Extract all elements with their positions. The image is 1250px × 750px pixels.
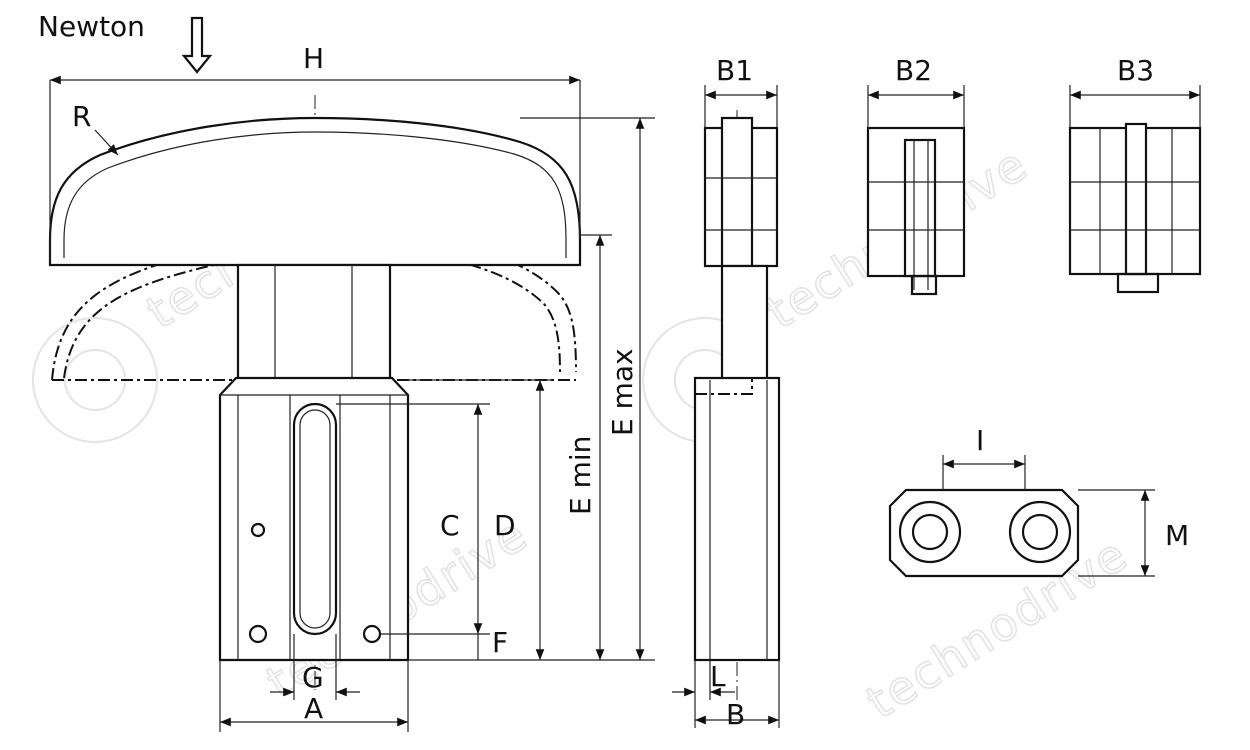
stem <box>236 263 392 382</box>
slot <box>292 402 338 636</box>
dimension-label-b3: B3 <box>1117 54 1154 87</box>
bottom-view: I M <box>888 424 1189 578</box>
dimension-label-d: D <box>494 509 516 542</box>
front-view: Newton H R E max E min D C F <box>38 10 655 732</box>
handle-knob <box>48 116 582 267</box>
b2-view: B2 <box>866 54 966 296</box>
dimension-label-b1: B1 <box>716 54 753 87</box>
side-view: B1 L B <box>672 54 781 731</box>
dimension-label-l: L <box>710 660 726 693</box>
dimension-label-g: G <box>302 661 324 694</box>
radius-leader <box>94 129 119 156</box>
dimension-label-e-max: E max <box>606 348 639 436</box>
dimension-label-i: I <box>976 424 984 457</box>
hole <box>250 522 266 538</box>
dimension-label-e-min: E min <box>564 436 597 515</box>
dimension-label-f: F <box>492 626 508 659</box>
dimension-label-m: M <box>1165 519 1189 552</box>
bottom-hole-right <box>1008 500 1072 564</box>
side-stem <box>720 264 769 382</box>
bottom-plate <box>888 488 1080 578</box>
bottom-hole-left <box>898 500 962 564</box>
dimension-label-b2: B2 <box>895 54 932 87</box>
dimension-label-h: H <box>303 42 324 75</box>
side-body <box>693 376 781 662</box>
handle-inner-line <box>63 131 567 258</box>
dimension-label-r: R <box>72 100 91 133</box>
b3-view: B3 <box>1068 54 1202 294</box>
dimension-label-c: C <box>440 509 460 542</box>
body <box>218 376 410 662</box>
hole <box>248 624 268 644</box>
dimension-label-a: A <box>304 692 323 725</box>
dimension-label-b: B <box>726 698 745 731</box>
newton-label: Newton <box>38 10 145 43</box>
down-arrow-icon <box>181 16 213 74</box>
